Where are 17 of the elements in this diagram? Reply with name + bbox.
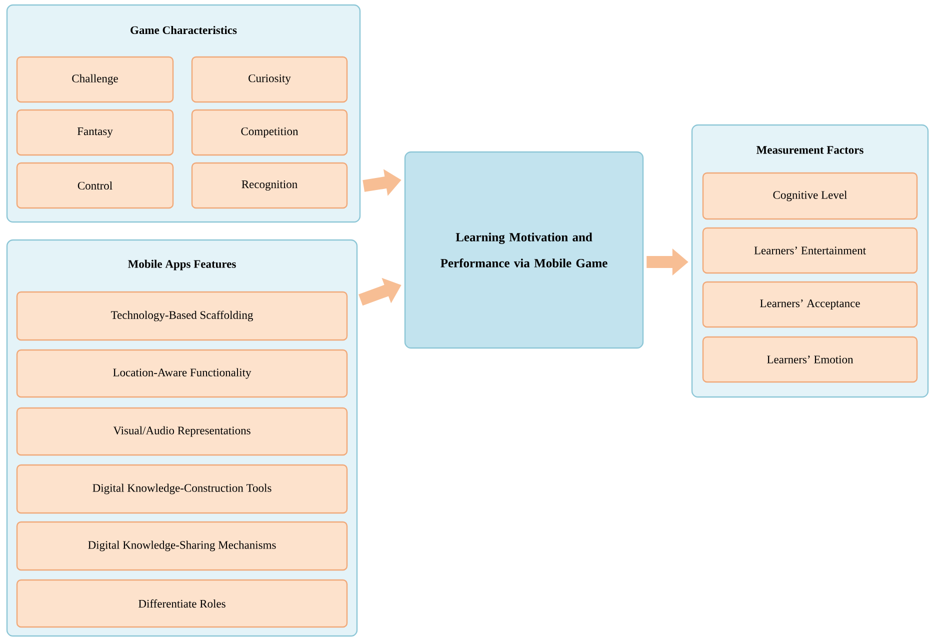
item-box: Learners’ Emotion — [702, 336, 918, 383]
item-box: Fantasy — [16, 109, 174, 156]
item-box: Digital Knowledge-Construction Tools — [16, 464, 348, 514]
item-box: Curiosity — [191, 56, 348, 103]
item-box: Challenge — [16, 56, 174, 103]
item-box: Digital Knowledge-Sharing Mechanisms — [16, 521, 348, 571]
item-box: Learners’ Entertainment — [702, 227, 918, 274]
item-box: Location-Aware Functionality — [16, 349, 348, 398]
item-box: Technology-Based Scaffolding — [16, 291, 348, 341]
process-box: Learning Motivation and Performance via Mobile Game — [404, 151, 644, 349]
item-box: Differentiate Roles — [16, 579, 348, 628]
item-box: Recognition — [191, 162, 348, 209]
item-box: Learners’ Acceptance — [702, 281, 918, 328]
item-box: Control — [16, 162, 174, 209]
item-box: Cognitive Level — [702, 172, 918, 220]
item-box: Competition — [191, 109, 348, 156]
item-box: Visual/Audio Representations — [16, 407, 348, 456]
